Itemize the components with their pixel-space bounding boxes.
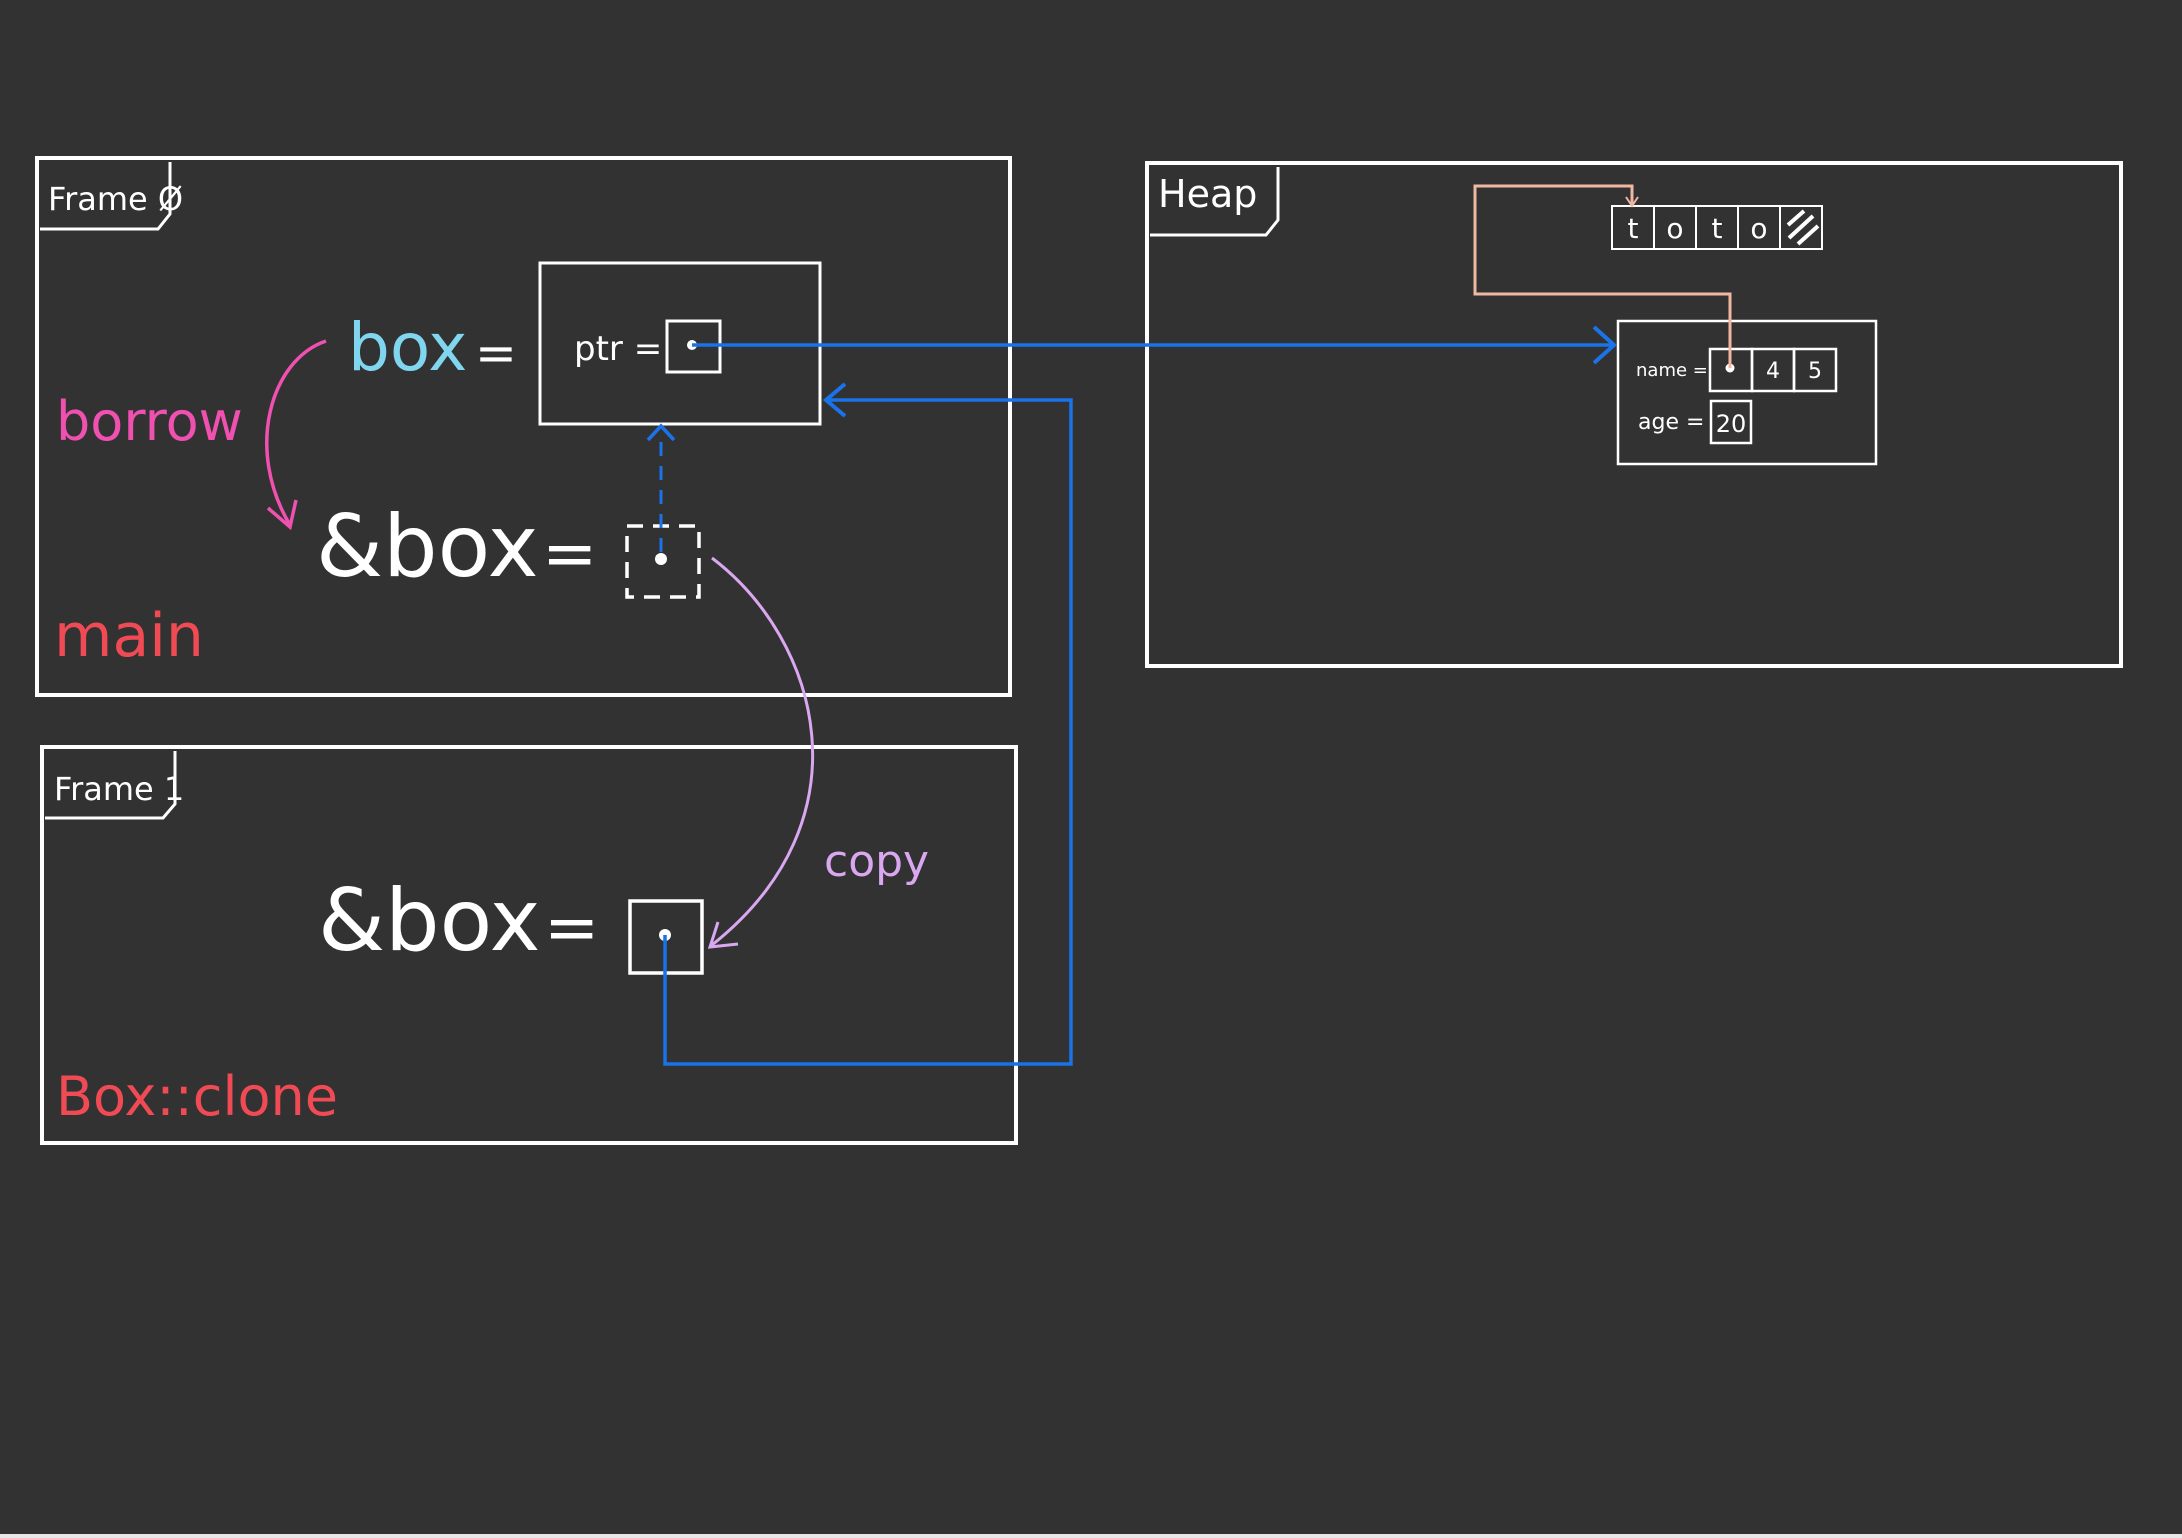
frame1-title: Frame 1 <box>54 770 184 808</box>
ref-dashed-arrowhead <box>646 423 676 442</box>
age-cell <box>1709 399 1753 445</box>
person-struct-border <box>1616 319 1878 466</box>
frame0-border <box>35 156 1012 697</box>
frame1-ref-box-equals: = <box>544 889 599 966</box>
ref-dot <box>655 553 667 565</box>
ref-box-equals: = <box>542 515 597 592</box>
ref-cell-dashed <box>625 524 701 599</box>
borrow-label: borrow <box>56 390 243 453</box>
box-equals: = <box>475 324 517 382</box>
frame1-ref-box-label: &box <box>318 871 541 971</box>
string-char: t <box>1628 212 1639 245</box>
string-buffer: t o t o <box>1611 205 1823 250</box>
frame1-border <box>40 745 1018 1145</box>
heap-title: Heap <box>1158 172 1257 216</box>
heap-border <box>1145 161 2123 668</box>
frame1-pointer-line <box>663 398 1073 1066</box>
string-char: o <box>1750 212 1767 245</box>
name-len-value: 4 <box>1766 359 1780 384</box>
string-char: o <box>1666 212 1683 245</box>
name-cap-value: 5 <box>1808 359 1822 384</box>
copy-label: copy <box>824 836 929 887</box>
box-ptr-pointer-arrowhead <box>1592 325 1617 365</box>
age-field-label: age = <box>1638 410 1704 435</box>
frame1-function-name: Box::clone <box>56 1065 338 1128</box>
name-pointer-line <box>1473 184 1732 368</box>
copy-arrowhead <box>707 921 739 949</box>
age-value: 20 <box>1716 410 1747 438</box>
heap: Heap t o t o name = 4 <box>1145 161 2123 668</box>
frame1: Frame 1 &box = Box::clone <box>40 745 1018 1145</box>
name-field-label: name = <box>1636 360 1708 381</box>
heap-title-tab <box>1150 167 1280 237</box>
frame1-pointer-arrowhead <box>822 382 847 418</box>
borrow-arrow <box>265 339 327 526</box>
frame0-title: Frame Ø <box>48 180 183 218</box>
ptr-label: ptr = <box>574 329 662 369</box>
name-pointer-arrowhead <box>1625 196 1639 208</box>
page-bottom-edge <box>0 1534 2182 1538</box>
name-cap-cell <box>1792 347 1838 393</box>
frame0: Frame Ø box = ptr = borrow &box = main <box>35 156 1012 697</box>
unused-capacity-hatch <box>1786 209 1820 246</box>
ref-box-label: &box <box>316 497 539 597</box>
person-struct: name = 4 5 age = 20 <box>1616 319 1878 466</box>
string-buffer-unused-cell <box>1779 205 1823 250</box>
string-char: t <box>1712 212 1723 245</box>
frame0-function-name: main <box>54 601 204 671</box>
frame0-title-tab <box>40 162 172 231</box>
borrow-arrowhead <box>266 499 298 531</box>
box-variable-label: box <box>348 309 467 386</box>
copy-arrow <box>711 556 814 947</box>
frame1-title-tab <box>45 751 177 820</box>
